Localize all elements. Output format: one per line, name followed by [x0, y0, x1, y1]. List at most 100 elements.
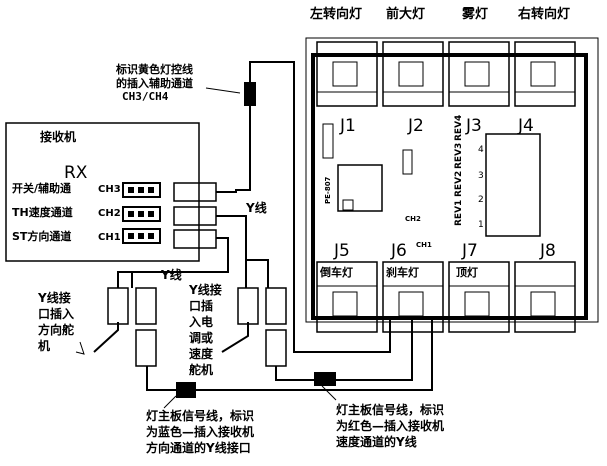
ic-chip — [337, 164, 383, 212]
wire-left-y-bottom — [146, 366, 176, 391]
jack-j3: J3 — [465, 116, 482, 136]
svg-text:的插入辅助通道: 的插入辅助通道 — [116, 76, 193, 90]
wire-center-servo — [221, 322, 249, 353]
y-connector-center — [237, 287, 287, 367]
ferrule-blue — [176, 382, 196, 398]
ch2-mark: CH2 — [405, 215, 421, 223]
rev2-label: REV2 — [454, 171, 464, 197]
dip-numbers: 4 3 2 1 — [478, 145, 484, 230]
jack-j7: J7 — [461, 241, 478, 261]
y-connector-left — [107, 287, 157, 367]
annotation-ch34: 标识黄色灯控线 的插入辅助通道 CH3/CH4 — [115, 62, 241, 103]
svg-text:2: 2 — [478, 195, 484, 205]
svg-text:1: 1 — [478, 220, 484, 230]
rev1-label: REV1 — [454, 200, 464, 226]
channel-ch3: CH3 — [98, 184, 121, 195]
brake-light-label: 刹车灯 — [386, 265, 419, 279]
channel-ch1: CH1 — [98, 232, 121, 243]
channel-label-ch2: TH速度通道 — [12, 205, 73, 219]
roof-light-label: 顶灯 — [456, 265, 478, 279]
svg-text:舵机: 舵机 — [189, 362, 213, 377]
pin-header-ch1 — [122, 228, 161, 244]
bottom-left-note: 灯主板信号线，标识 为蓝色—插入接收机 方向通道的Y线接口 — [146, 395, 254, 455]
svg-text:灯主板信号线，标识: 灯主板信号线，标识 — [336, 402, 444, 417]
label-fog: 雾灯 — [461, 6, 488, 22]
wire-red-signal — [336, 320, 413, 381]
wire-blue-signal — [196, 320, 433, 391]
wire-ch3-top — [249, 61, 342, 353]
svg-text:调或: 调或 — [189, 330, 213, 345]
plug-ch2 — [173, 206, 217, 226]
svg-text:入电: 入电 — [189, 314, 213, 329]
wires — [93, 61, 433, 391]
connector-j7 — [448, 261, 510, 333]
top-labels: 左转向灯 前大灯 雾灯 右转向灯 — [310, 6, 570, 22]
left-note: Y线接 口插入 方向舵 机 — [37, 290, 85, 355]
channel-ch2: CH2 — [98, 208, 121, 219]
wire-center-y-bottom — [275, 366, 314, 381]
connector-j8 — [514, 261, 576, 333]
light-board: J1 J2 J3 J4 PE-807 CH2 CH1 REV1 REV2 REV… — [305, 37, 599, 333]
left-note-arrow — [75, 341, 85, 355]
wire-ch1-split — [117, 271, 132, 288]
label-left-turn: 左转向灯 — [310, 6, 362, 22]
svg-text:为蓝色—插入接收机: 为蓝色—插入接收机 — [146, 424, 254, 439]
y-wire-label-upper: Y线 — [245, 200, 267, 215]
jack-j5: J5 — [333, 241, 350, 261]
receiver-plugs — [173, 182, 217, 249]
svg-text:速度通道的Y线: 速度通道的Y线 — [336, 434, 417, 449]
channel-label-ch3: 开关/辅助通 — [12, 181, 71, 195]
bottom-right-note: 灯主板信号线，标识 为红色—插入接收机 速度通道的Y线 — [321, 385, 444, 449]
jack-j2: J2 — [407, 116, 424, 136]
reverse-light-label: 倒车灯 — [319, 265, 353, 279]
svg-text:方向通道的Y线接口: 方向通道的Y线接口 — [146, 440, 251, 455]
rev-labels: REV1 REV2 REV3 REV4 — [454, 115, 464, 226]
plug-ch3 — [173, 182, 217, 202]
rev4-label: REV4 — [454, 115, 464, 141]
ferrule-top — [244, 82, 256, 106]
connector-j5 — [316, 261, 378, 333]
svg-text:标识黄色灯控线: 标识黄色灯控线 — [115, 62, 193, 76]
pin-header-ch3 — [122, 182, 161, 198]
svg-text:4: 4 — [478, 145, 484, 155]
svg-text:CH3/CH4: CH3/CH4 — [122, 90, 169, 103]
rev3-label: REV3 — [454, 143, 464, 169]
svg-text:速度: 速度 — [189, 346, 214, 361]
svg-text:3: 3 — [478, 171, 484, 181]
pin-header-ch2 — [122, 206, 161, 222]
wire-ch1 — [131, 237, 229, 288]
wire-ch2 — [216, 215, 269, 288]
receiver-rx: RX — [64, 163, 88, 183]
connector-j2 — [382, 41, 444, 107]
annotation-ch34-arrow — [205, 87, 241, 94]
receiver-box — [5, 122, 200, 262]
svg-text:口插: 口插 — [189, 298, 213, 313]
plug-ch1 — [173, 229, 217, 249]
y-wire-label-lower: Y线 — [160, 267, 182, 282]
jack-j1: J1 — [339, 116, 356, 136]
svg-text:方向舵: 方向舵 — [38, 322, 74, 337]
wire-left-servo — [93, 322, 119, 353]
top-connectors — [316, 41, 576, 107]
connector-header-left — [322, 123, 334, 159]
label-headlight: 前大灯 — [386, 6, 425, 22]
label-right-turn: 右转向灯 — [517, 6, 570, 22]
ferrule-red — [314, 372, 336, 386]
dip-switch — [485, 133, 541, 237]
connector-j4 — [514, 41, 576, 107]
svg-text:Y线接: Y线接 — [188, 282, 222, 297]
svg-text:灯主板信号线，标识: 灯主板信号线，标识 — [146, 408, 254, 423]
resistor — [402, 149, 413, 175]
wire-ch3 — [216, 104, 251, 193]
connector-j3 — [448, 41, 510, 107]
jack-j6: J6 — [390, 241, 407, 261]
receiver: 接收机 RX 开关/辅助通 TH速度通道 ST方向通道 CH3 CH2 CH1 — [5, 122, 200, 262]
connector-j1 — [316, 41, 378, 107]
chip-label: PE-807 — [324, 176, 332, 204]
small-component — [342, 199, 354, 211]
svg-text:为红色—插入接收机: 为红色—插入接收机 — [336, 418, 444, 433]
receiver-title: 接收机 — [40, 129, 76, 144]
ch1-mark: CH1 — [416, 241, 432, 249]
board-outer — [305, 37, 599, 323]
